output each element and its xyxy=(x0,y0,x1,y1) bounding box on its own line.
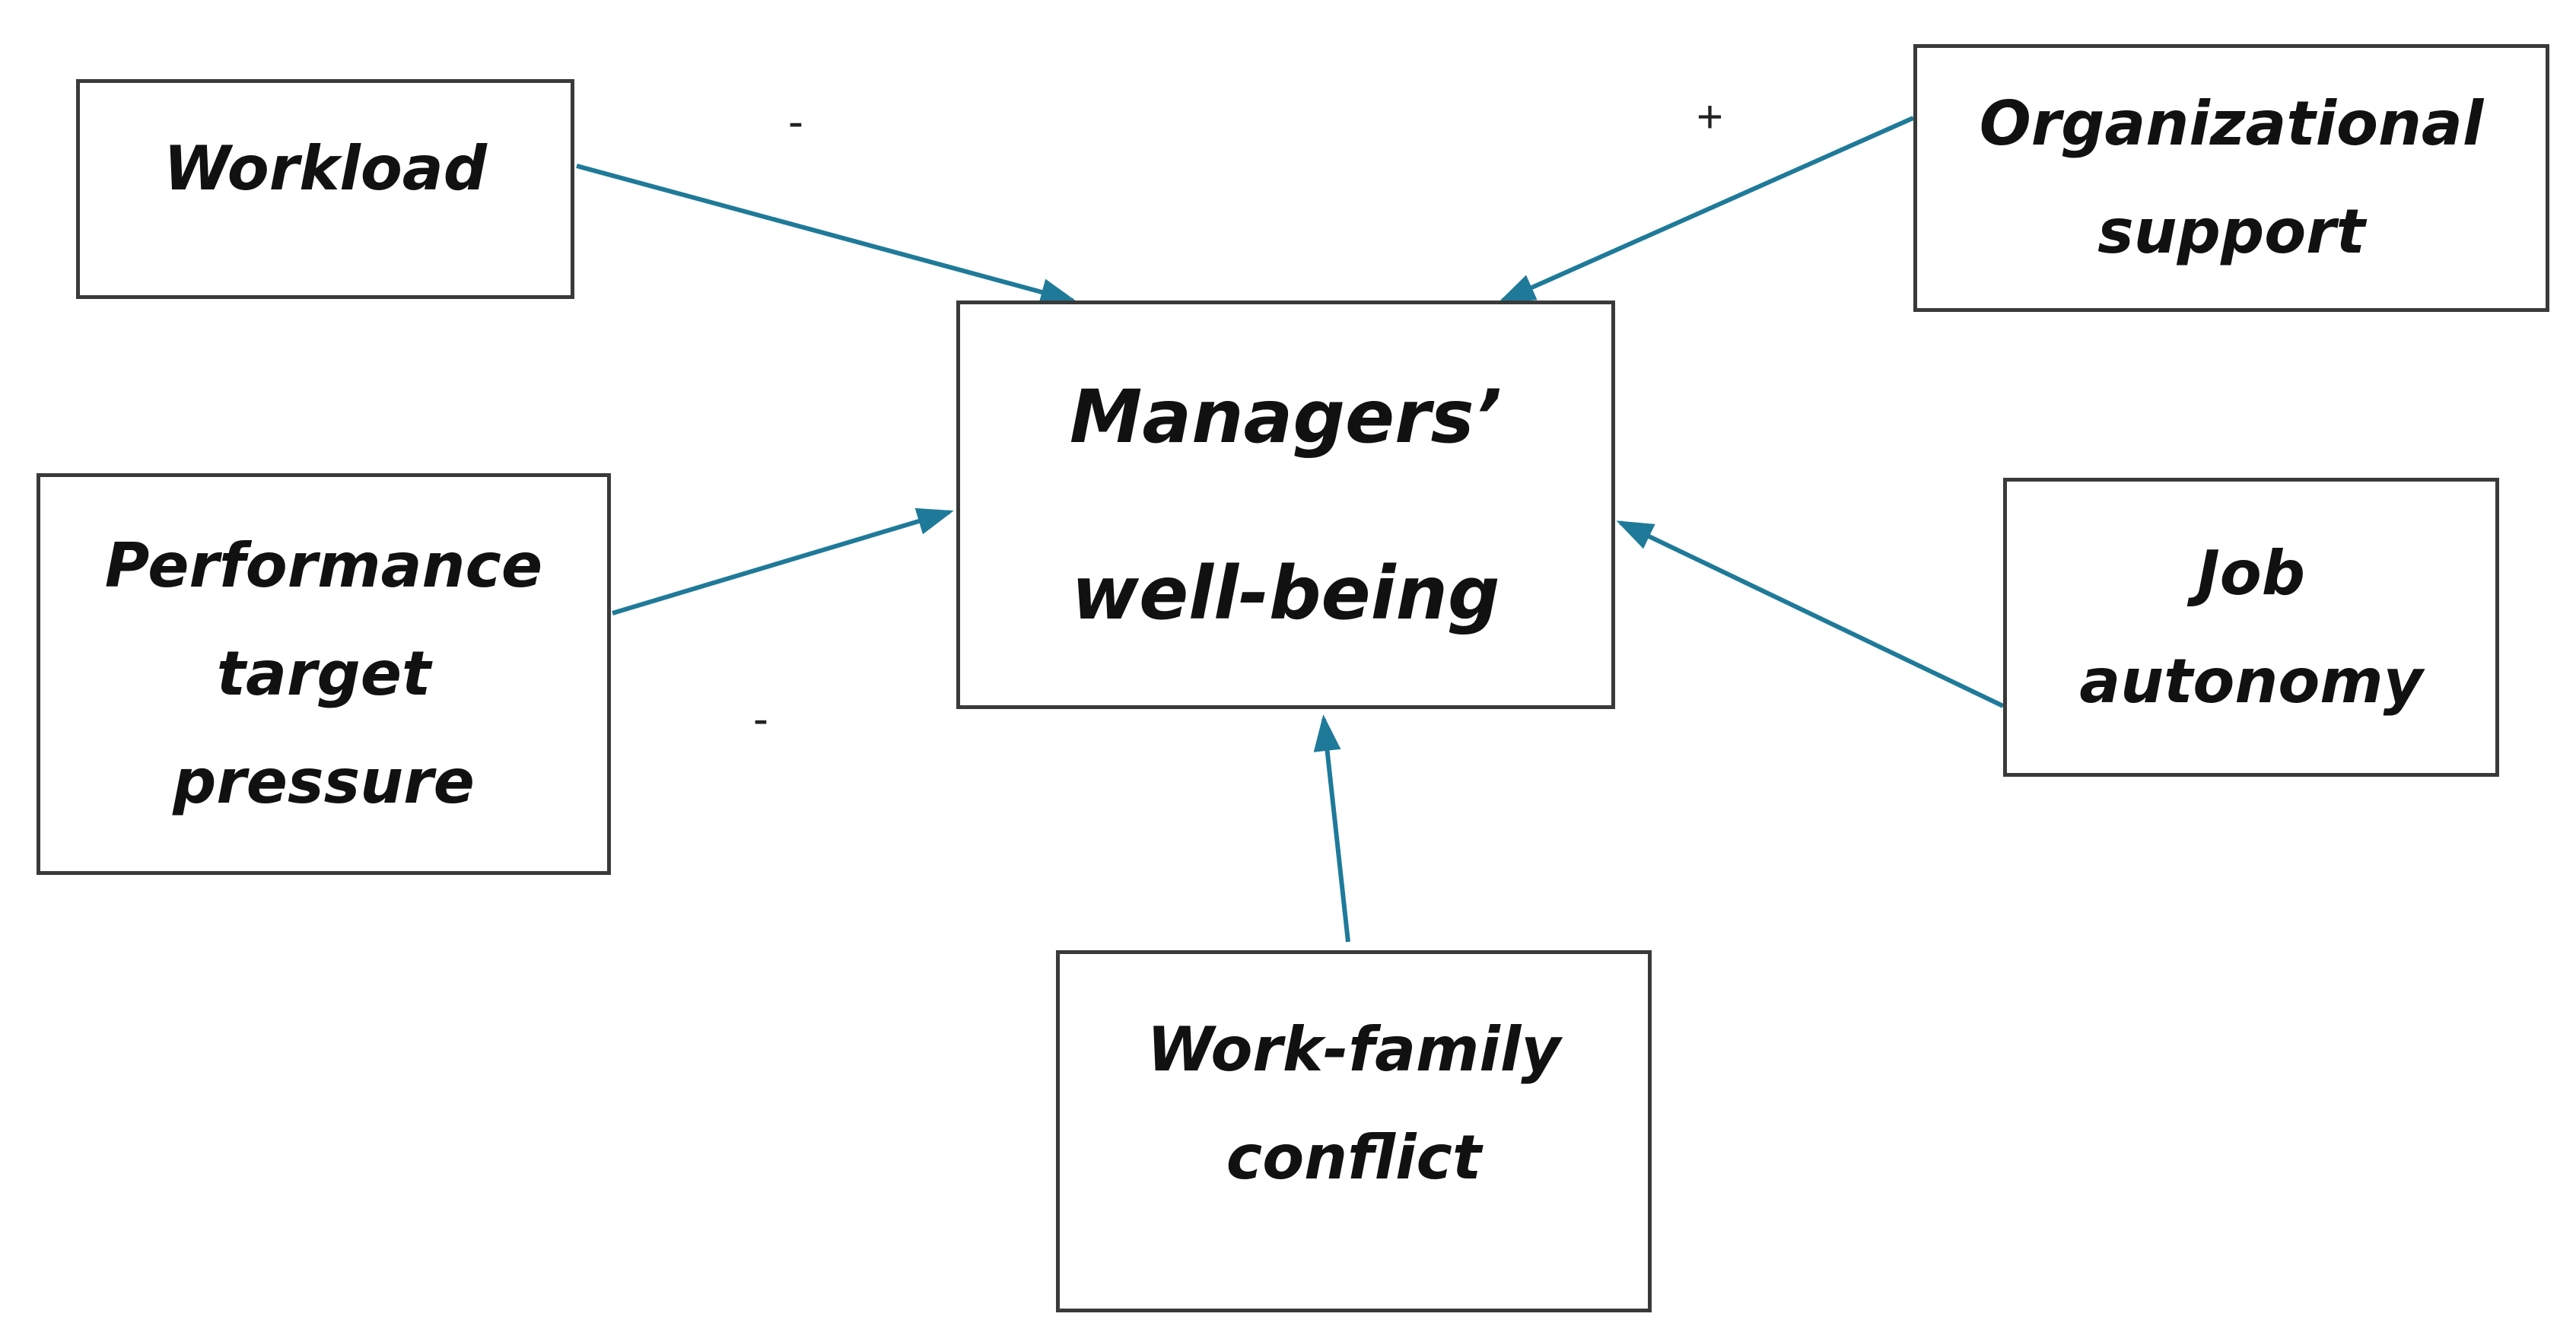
factor-label-performance-line-3: pressure xyxy=(173,746,475,817)
factor-label-job-autonomy-line-2: autonomy xyxy=(2079,645,2423,717)
factor-label-work-family-line-1: Work-family xyxy=(1146,1014,1561,1085)
factor-label-job-autonomy-line-1: Job xyxy=(2197,537,2305,609)
sign-label-organizational-support: + xyxy=(1697,91,1724,142)
factor-box-job-autonomy: Job autonomy xyxy=(2003,478,2499,777)
arrow-performance-pressure-to-wellbeing xyxy=(612,507,954,615)
factor-box-organizational-support: Organizational support xyxy=(1913,44,2549,312)
factor-box-performance-target-pressure: Performance target pressure xyxy=(37,473,611,875)
factor-label-performance-line-1: Performance xyxy=(104,530,543,601)
outcome-box-managers-well-being: Managers’ well-being xyxy=(956,301,1615,709)
arrow-organizational-support-to-wellbeing xyxy=(1498,116,1915,303)
factor-label-performance-line-2: target xyxy=(216,638,431,709)
sign-label-workload: - xyxy=(788,96,803,147)
factor-label-work-family-line-2: conflict xyxy=(1226,1122,1482,1193)
factor-label-organizational-support-line-2: support xyxy=(2097,196,2365,267)
arrow-workload-to-wellbeing xyxy=(576,164,1077,306)
factor-box-workload: Workload xyxy=(76,79,574,299)
arrow-work-family-conflict-to-wellbeing xyxy=(1313,714,1350,943)
factor-box-work-family-conflict: Work-family conflict xyxy=(1056,950,1652,1312)
factor-label-workload: Workload xyxy=(163,133,488,204)
outcome-label-line-1: Managers’ xyxy=(1069,374,1503,460)
outcome-label-line-2: well-being xyxy=(1071,550,1500,636)
factor-label-organizational-support-line-1: Organizational xyxy=(1979,88,2484,159)
sign-label-performance-target-pressure: - xyxy=(753,693,768,744)
arrow-job-autonomy-to-wellbeing xyxy=(1616,520,2005,708)
